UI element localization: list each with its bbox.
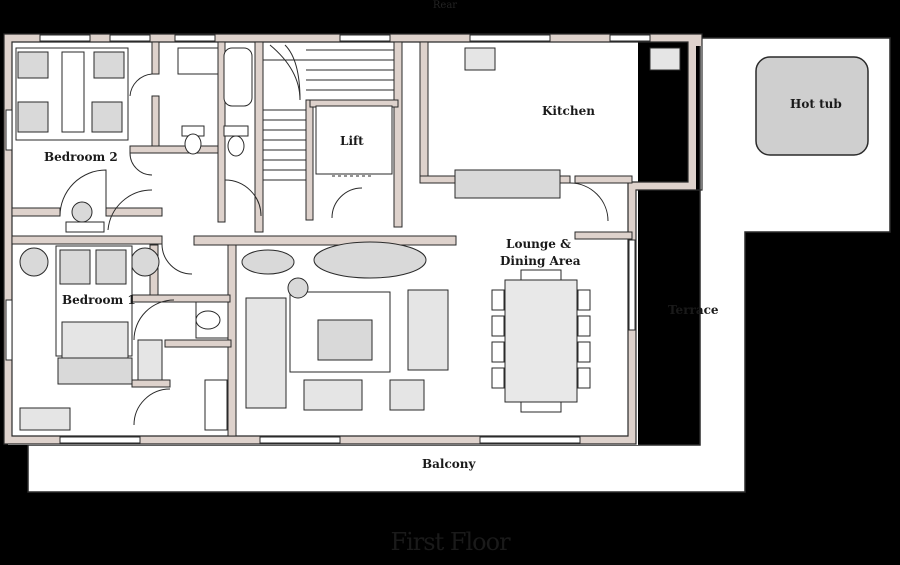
room-label-bedroom-1: Bedroom 1	[62, 293, 136, 307]
bathroom-fixtures	[177, 47, 253, 157]
room-label-lounge: Lounge &	[506, 237, 571, 251]
windows	[5, 34, 651, 444]
interior-walls	[11, 41, 633, 437]
hot-tub	[755, 56, 869, 156]
kitchen-furniture	[454, 47, 681, 199]
floor-title: First Floor	[390, 528, 510, 556]
ensuite-fixtures	[195, 301, 229, 431]
room-label-lift: Lift	[340, 134, 364, 148]
doors	[59, 73, 609, 426]
room-label-terrace: Terrace	[668, 303, 719, 317]
room-label-kitchen: Kitchen	[542, 104, 595, 118]
bedroom1-furniture	[19, 245, 163, 431]
staircase	[263, 44, 394, 181]
room-label-balcony: Balcony	[422, 457, 476, 471]
room-label-bedroom-2: Bedroom 2	[44, 150, 118, 164]
bedroom2-furniture	[15, 47, 129, 233]
exterior-wall	[4, 34, 702, 444]
dining-table	[491, 269, 591, 413]
lift-shaft	[315, 105, 393, 175]
lounge-furniture	[241, 241, 449, 411]
room-label-hot-tub: Hot tub	[790, 97, 842, 111]
room-label-dining-area: Dining Area	[500, 254, 581, 268]
rear-label: Rear	[432, 0, 458, 11]
